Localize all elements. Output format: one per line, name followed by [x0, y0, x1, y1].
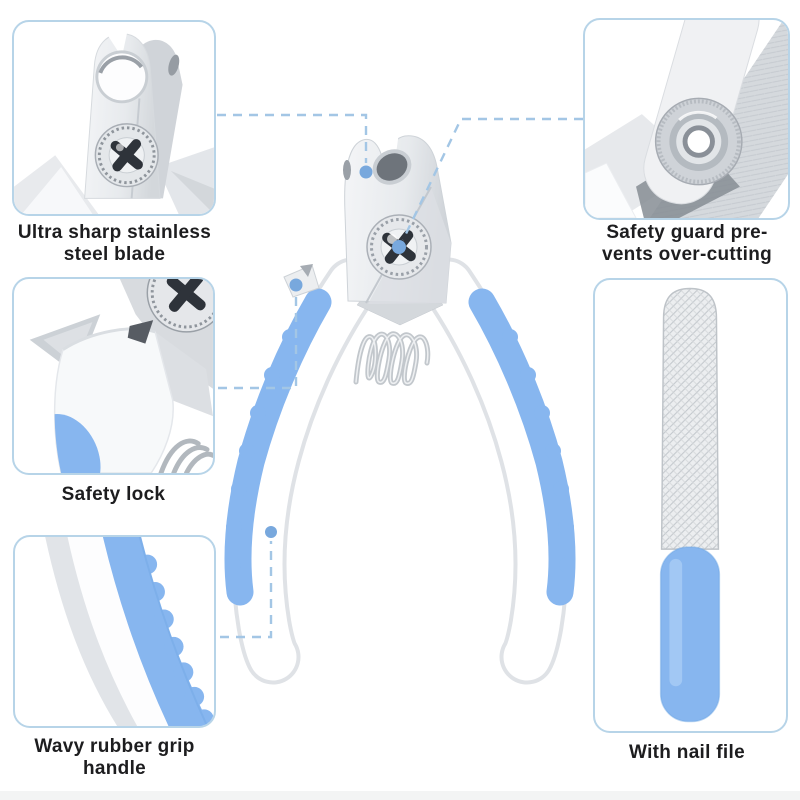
guard-closeup-bolt — [654, 97, 743, 186]
clipper-spring — [353, 331, 431, 386]
grip-closeup-box — [13, 535, 216, 728]
lock-closeup-image — [29, 279, 213, 473]
file-handle — [660, 547, 720, 722]
guard-closeup-box — [583, 18, 790, 220]
guard-label: Safety guard pre- vents over-cutting — [580, 222, 794, 266]
file-closeup-image — [659, 287, 721, 723]
blade-label: Ultra sharp stainless steel blade — [2, 222, 227, 266]
grip-label-line-2: handle — [82, 758, 147, 779]
footer-strip — [0, 791, 800, 800]
file-label: With nail file — [580, 742, 794, 764]
guard-label-line-2: vents over-cutting — [601, 244, 773, 265]
nail-file-art — [659, 287, 721, 723]
lock-closeup-art — [29, 279, 213, 473]
file-closeup-box — [593, 278, 788, 733]
blade-label-line-2: steel blade — [63, 244, 166, 265]
grip-closeup-image — [45, 537, 214, 726]
grip-label-line-1: Wavy rubber grip — [34, 736, 195, 757]
lock-closeup-box — [12, 277, 215, 475]
blade-closeup-art — [14, 29, 214, 214]
file-blade — [660, 287, 720, 550]
lock-label: Safety lock — [12, 484, 215, 506]
right-handle — [420, 257, 576, 685]
right-grip — [468, 288, 576, 606]
blade-closeup-box — [12, 20, 216, 216]
nail-clipper-image — [224, 132, 576, 685]
grip-closeup-art — [45, 537, 214, 726]
guard-label-line-1: Safety guard pre- — [606, 222, 768, 243]
lock-label-line-1: Safety lock — [61, 484, 166, 505]
clipper-head — [343, 132, 452, 326]
left-handle — [224, 257, 380, 685]
file-label-line-1: With nail file — [629, 742, 745, 763]
blade-label-line-1: Ultra sharp stainless — [17, 222, 212, 243]
guard-closeup-art — [585, 20, 788, 218]
blade-closeup-screw — [94, 123, 159, 188]
lock-closeup-spring — [158, 438, 213, 473]
clipper-screw — [366, 214, 432, 280]
blade-closeup-image — [14, 29, 214, 214]
grip-label: Wavy rubber grip handle — [2, 736, 227, 780]
guard-closeup-image — [585, 20, 788, 218]
